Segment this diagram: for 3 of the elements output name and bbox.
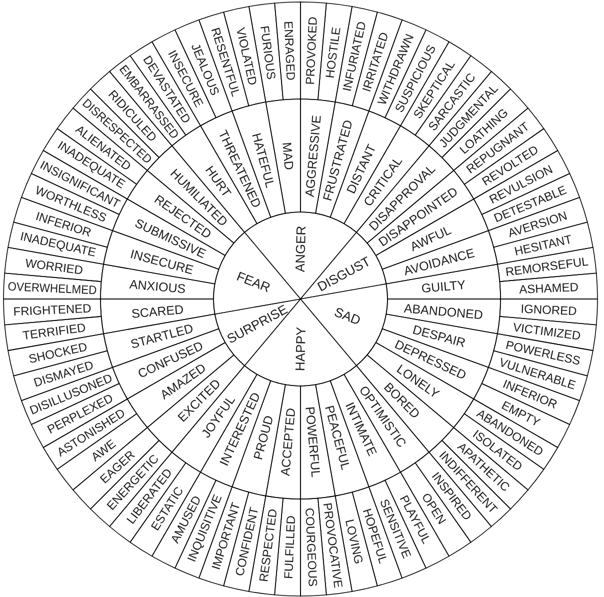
ring-segment: OVERWHELMED: [3, 272, 102, 300]
ring-segment: PROVOKED: [300, 2, 327, 100]
ring-segment: ENRAGED: [274, 2, 301, 100]
